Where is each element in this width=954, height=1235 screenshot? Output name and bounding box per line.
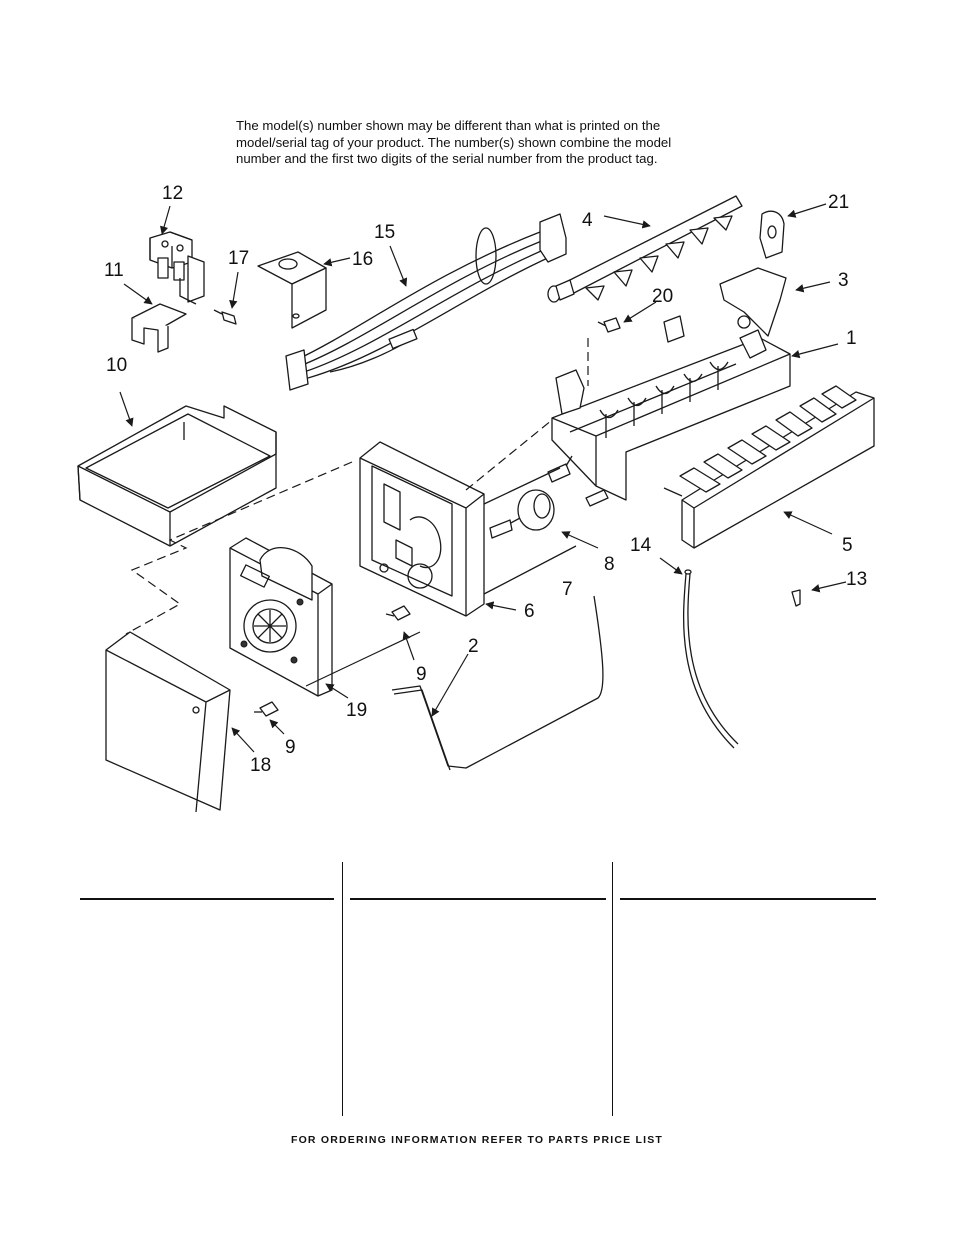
leader-5 (783, 511, 833, 535)
callout-20: 20 (652, 286, 673, 307)
callout-15: 15 (374, 222, 395, 243)
wire-harness (285, 213, 567, 391)
valve-bracket (131, 303, 187, 353)
feeler-arm (391, 595, 604, 771)
callout-13: 13 (846, 569, 867, 590)
leader-11 (123, 283, 153, 305)
leader-10 (119, 391, 134, 427)
callout-8: 8 (604, 554, 615, 575)
motor-plate (229, 537, 333, 697)
column-divider-2 (612, 862, 613, 1116)
ice-mold (551, 315, 791, 501)
leader-2 (431, 653, 469, 717)
leader-4 (603, 215, 651, 229)
leader-3 (795, 281, 831, 293)
assembly-line-plate (305, 631, 421, 687)
callout-7: 7 (562, 579, 573, 600)
control-housing (359, 441, 577, 617)
notice-line-3: number and the first two digits of the s… (236, 151, 658, 166)
callout-6: 6 (524, 601, 535, 622)
callout-9-upper: 9 (416, 664, 427, 685)
parts-column-2-rule (350, 898, 606, 900)
callout-21: 21 (828, 192, 849, 213)
model-number-notice: The model(s) number shown may be differe… (236, 118, 756, 168)
callout-4: 4 (582, 210, 593, 231)
leader-1 (791, 343, 839, 359)
callout-16: 16 (352, 249, 373, 270)
callout-10: 10 (106, 355, 127, 376)
thermostat (489, 455, 609, 539)
callout-14: 14 (630, 535, 652, 556)
callout-12: 12 (162, 183, 183, 204)
callout-19: 19 (346, 700, 367, 721)
screw-17 (213, 309, 237, 325)
ejector-shaft (547, 195, 743, 303)
leader-6 (485, 601, 517, 611)
leader-13 (811, 581, 847, 593)
assembly-dash-left (125, 461, 353, 635)
leader-16 (323, 257, 351, 267)
cover (105, 631, 231, 813)
water-valve-assembly (149, 231, 205, 305)
assembly-dash-right (465, 419, 553, 491)
callout-17: 17 (228, 248, 249, 269)
leader-18 (231, 727, 255, 753)
column-divider-1 (342, 862, 343, 1116)
fill-tube (682, 569, 739, 749)
leader-21 (787, 203, 827, 218)
part-21 (759, 210, 785, 259)
callout-9-lower: 9 (285, 737, 296, 758)
housing-cover (719, 267, 787, 337)
bracket-16 (257, 251, 327, 329)
leader-14 (659, 557, 683, 575)
parts-column-1-rule (80, 898, 334, 900)
screw-20 (597, 317, 621, 333)
leader-9-lower (269, 719, 285, 735)
leader-9-upper (402, 631, 415, 661)
parts-column-3-rule (620, 898, 876, 900)
ordering-info-footer: FOR ORDERING INFORMATION REFER TO PARTS … (290, 1134, 664, 1146)
callout-11: 11 (104, 260, 124, 281)
notice-line-2: model/serial tag of your product. The nu… (236, 134, 672, 150)
leader-12 (160, 205, 171, 235)
screw-9-upper (385, 605, 411, 621)
leader-8 (561, 531, 599, 549)
callout-2: 2 (468, 636, 479, 657)
leader-15 (389, 245, 408, 287)
callout-3: 3 (838, 270, 849, 291)
notice-line-1: The model(s) number shown may be differe… (236, 118, 661, 133)
callout-5: 5 (842, 535, 853, 556)
leader-17 (229, 271, 239, 309)
stripper (663, 385, 875, 549)
ice-bin (77, 405, 277, 547)
callout-18: 18 (250, 755, 271, 776)
leader-19 (325, 683, 349, 699)
screw-9-lower (254, 701, 279, 717)
exploded-parts-diagram: 1 2 3 4 5 6 7 8 9 9 10 11 12 13 14 15 16… (77, 183, 875, 813)
leader-20 (623, 301, 657, 323)
part-13 (791, 589, 801, 607)
callout-1: 1 (846, 328, 857, 349)
